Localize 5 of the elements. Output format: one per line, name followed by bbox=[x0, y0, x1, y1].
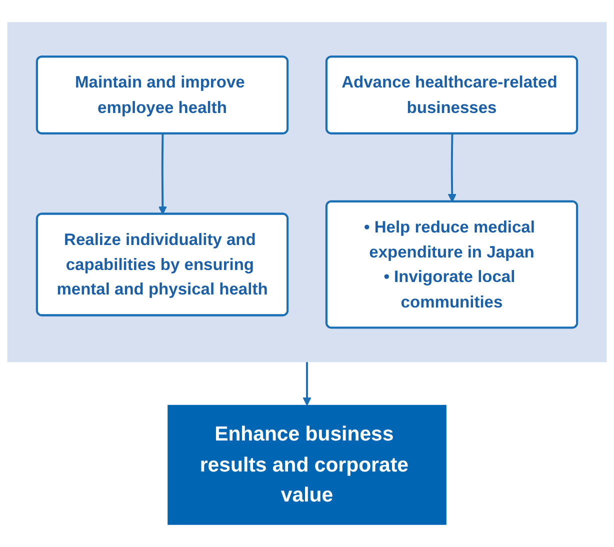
cluster bbox=[7, 22, 607, 362]
arrow bbox=[302, 362, 312, 406]
arrow bbox=[158, 134, 167, 215]
node-box: Enhance business results and corporate value bbox=[168, 404, 446, 525]
arrow bbox=[448, 134, 456, 202]
